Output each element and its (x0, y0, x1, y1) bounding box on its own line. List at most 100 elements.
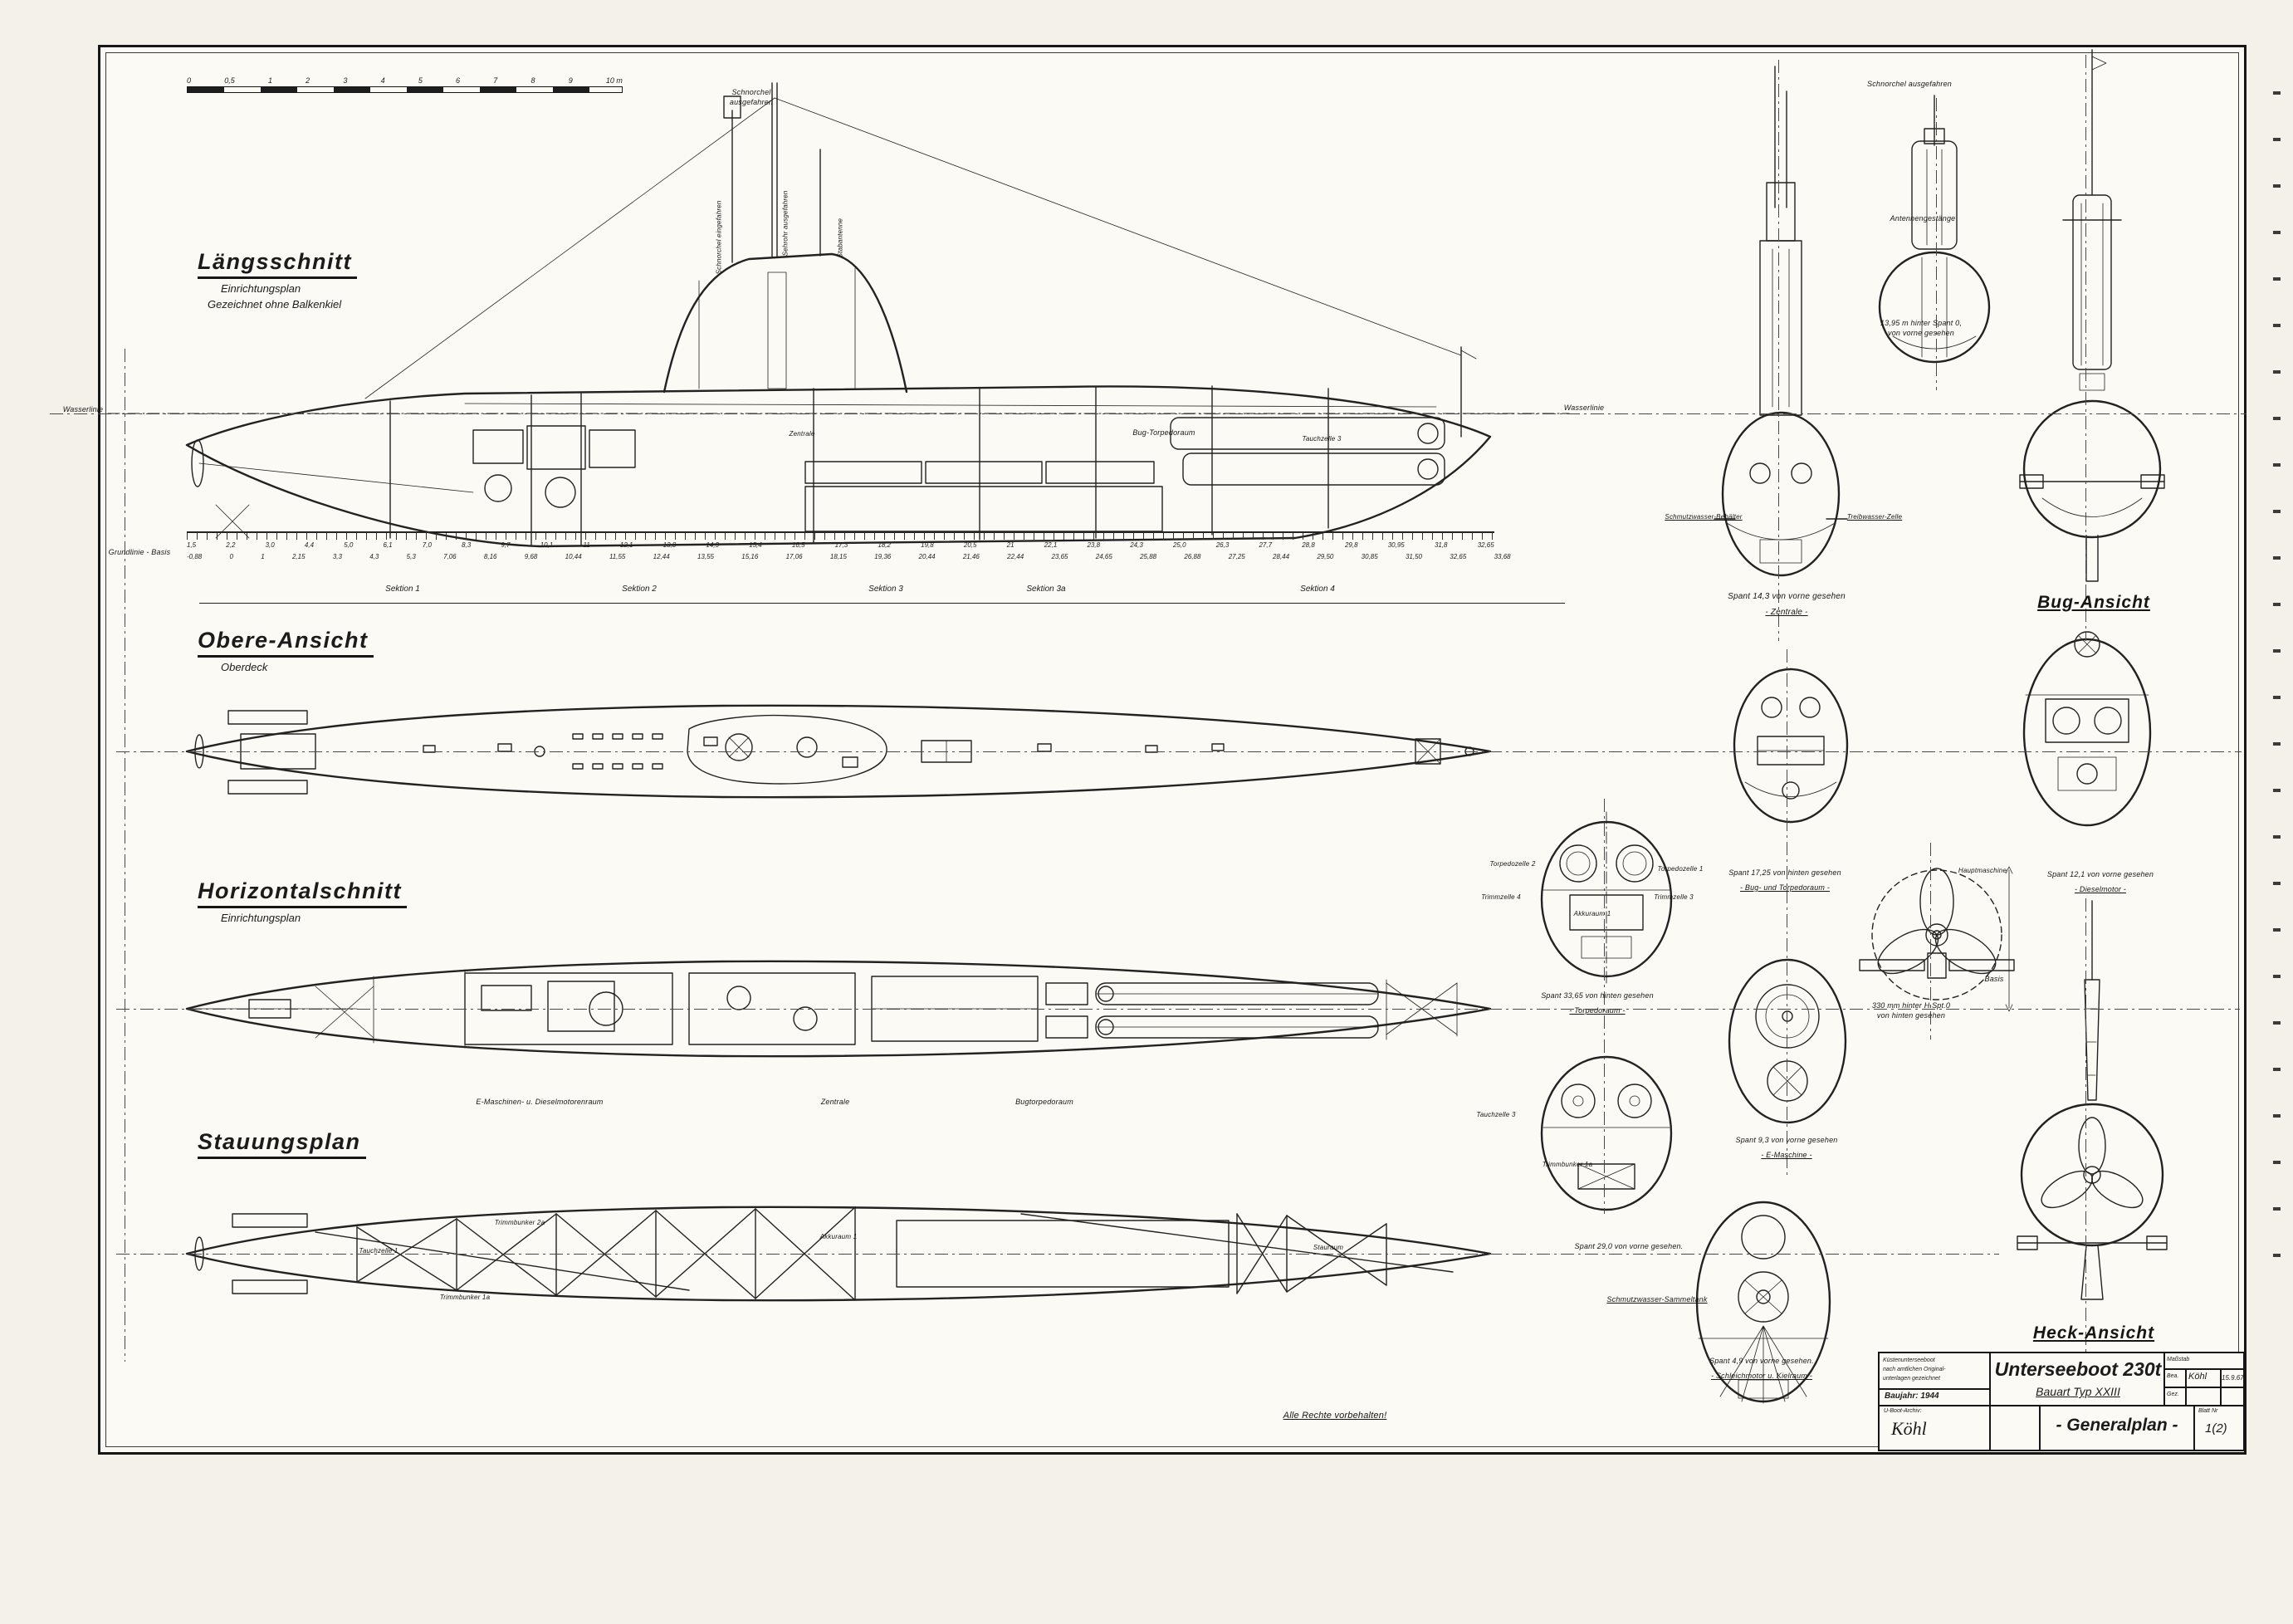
frame-number: 14,3 (706, 541, 719, 549)
annotation-label: Treibwasser-Zelle (1846, 513, 1903, 521)
annotation-label: Schnorchel eingefahren (715, 200, 723, 275)
spant-17-25-torpedoraum-section (1540, 811, 1673, 987)
frame-number: 20,5 (963, 541, 977, 549)
scale-tick: 0,5 (224, 76, 235, 85)
annotation-label: Trimmbunker 2a (494, 1219, 545, 1226)
annotation-label: Bug-Torpedoraum (1132, 428, 1195, 437)
scale-tick: 7 (493, 76, 498, 85)
annotation-label: Stauraum (1313, 1244, 1344, 1251)
frame-number: 11 (583, 541, 590, 549)
frame-number: 2,15 (291, 553, 306, 560)
frame-number: 3,0 (265, 541, 275, 549)
frame-number: 29,50 (1317, 553, 1334, 560)
midship-section-1 (1733, 668, 1849, 824)
frame-tick-ruler (187, 531, 1494, 540)
spant-14-3-zentrale-section (1714, 66, 1848, 577)
title-block: Küstenunterseeboot nach amtlichen Origin… (1878, 1352, 2245, 1451)
rights-label: Alle Rechte vorbehalten! (1283, 1411, 1387, 1421)
annotation-label: Sehrohr ausgefahren (781, 190, 790, 257)
centerline (1930, 843, 1931, 1039)
bug-ansicht-label: Bug-Ansicht (2037, 593, 2150, 612)
annotation-label: Spant 14,3 von vorne gesehen (1728, 592, 1846, 601)
frame-number: 20,44 (918, 553, 936, 560)
centerline (1778, 60, 1779, 641)
scale-bar-rule (187, 86, 623, 93)
laengsschnitt-sub2: Gezeichnet ohne Balkenkiel (208, 298, 342, 311)
frame-number: 3,3 (332, 553, 342, 560)
section-stauungsplan-heading: Stauungsplan (198, 1129, 366, 1159)
title-block-baujahr: Baujahr: 1944 (1885, 1392, 1939, 1401)
frame-number: 7,0 (422, 541, 432, 549)
bug-ansicht-drawing (2019, 49, 2165, 582)
frame-number: 15,4 (749, 541, 762, 549)
frame-number: 23,8 (1087, 541, 1101, 549)
frame-number: 31,8 (1434, 541, 1448, 549)
frame-number: 33,68 (1494, 553, 1511, 560)
centerline (1936, 98, 1937, 390)
annotation-label: Tauchzelle 3 (1476, 1111, 1516, 1118)
laengsschnitt-title: Längsschnitt (198, 249, 358, 279)
frame-number: 28,8 (1302, 541, 1315, 549)
centerline (2085, 55, 2086, 641)
frame-number: 5,3 (406, 553, 416, 560)
frame-number: 19,8 (921, 541, 934, 549)
frame-number: 18,2 (878, 541, 891, 549)
annotation-label: Akkuraum 1 (1573, 910, 1611, 917)
frame-number: 1,5 (187, 541, 197, 549)
annotation-label: Basis (1984, 975, 2004, 983)
horizontalschnitt-drawing (185, 960, 1492, 1058)
frame-number: 24,65 (1095, 553, 1112, 560)
frame-number: 0 (229, 553, 233, 560)
frame-number: 19,36 (874, 553, 892, 560)
annotation-label: - E-Maschine - (1761, 1151, 1812, 1159)
annotation-label: 330 mm hinter H.Spt.0 von hinten gesehen (1871, 1001, 1951, 1020)
frame-number: 27,7 (1259, 541, 1273, 549)
title-block-date: 15.9.67 (2222, 1374, 2244, 1382)
obere-ansicht-title: Obere-Ansicht (198, 628, 374, 658)
scale-tick: 9 (568, 76, 573, 85)
annotation-label: Hauptmaschine (1958, 867, 2007, 874)
sektion-label: Sektion 4 (1300, 585, 1335, 594)
annotation-label: Schmutzwasser-Sammeltank (1606, 1295, 1708, 1304)
annotation-label: Schnorchel ausgefahren (729, 88, 774, 106)
spant-33-65-torpedoraum-section (1540, 1055, 1673, 1211)
frame-number: 1 (261, 553, 265, 560)
scale-tick: 10 m (605, 76, 623, 85)
frame-number: 26,88 (1184, 553, 1201, 560)
scale-tick: 5 (418, 76, 423, 85)
title-block-plan-name: - Generalplan - (2056, 1416, 2178, 1435)
frame-number: 22,44 (1007, 553, 1024, 560)
annotation-label: Bugtorpedoraum (1015, 1098, 1073, 1106)
centerline (50, 413, 2247, 414)
annotation-label: E-Maschinen- u. Dieselmotorenraum (476, 1098, 604, 1106)
frame-number: 12,44 (653, 553, 670, 560)
annotation-label: Spant 33,65 von hinten gesehen (1541, 991, 1654, 1000)
frame-number: 30,85 (1361, 553, 1378, 560)
frame-number: 32,65 (1450, 553, 1467, 560)
frame-number: 26,3 (1215, 541, 1230, 549)
frame-number: 18,15 (829, 553, 847, 560)
frame-number: 25,88 (1140, 553, 1157, 560)
annotation-label: Wasserlinie (62, 405, 104, 413)
frame-number: 16,5 (791, 541, 805, 549)
title-block-notes: Küstenunterseeboot nach amtlichen Origin… (1883, 1357, 1946, 1382)
centerline (116, 751, 2242, 752)
title-block-signature: Köhl (1891, 1418, 1927, 1439)
sektion-bracket-line (199, 603, 1565, 604)
stauungsplan-title: Stauungsplan (198, 1129, 366, 1159)
spant-12-1-dieselmotor-section (2022, 631, 2152, 827)
annotation-label: - Torpedoraum - (1569, 1006, 1626, 1015)
laengsschnitt-sub1: Einrichtungsplan (221, 282, 301, 295)
annotation-label: Trimmzelle 3 (1654, 893, 1694, 901)
annotation-label: - Zentrale - (1765, 608, 1808, 617)
frame-number: 12,1 (619, 541, 633, 549)
annotation-label: Tauchzelle 1 (359, 1247, 398, 1255)
scale-tick: 0 (187, 76, 192, 85)
centerline (116, 1254, 1999, 1255)
section-horizontalschnitt-heading: Horizontalschnitt Einrichtungsplan (198, 878, 407, 924)
frame-number: 2,2 (226, 541, 236, 549)
annotation-label: Antennengestänge (1890, 214, 1956, 223)
